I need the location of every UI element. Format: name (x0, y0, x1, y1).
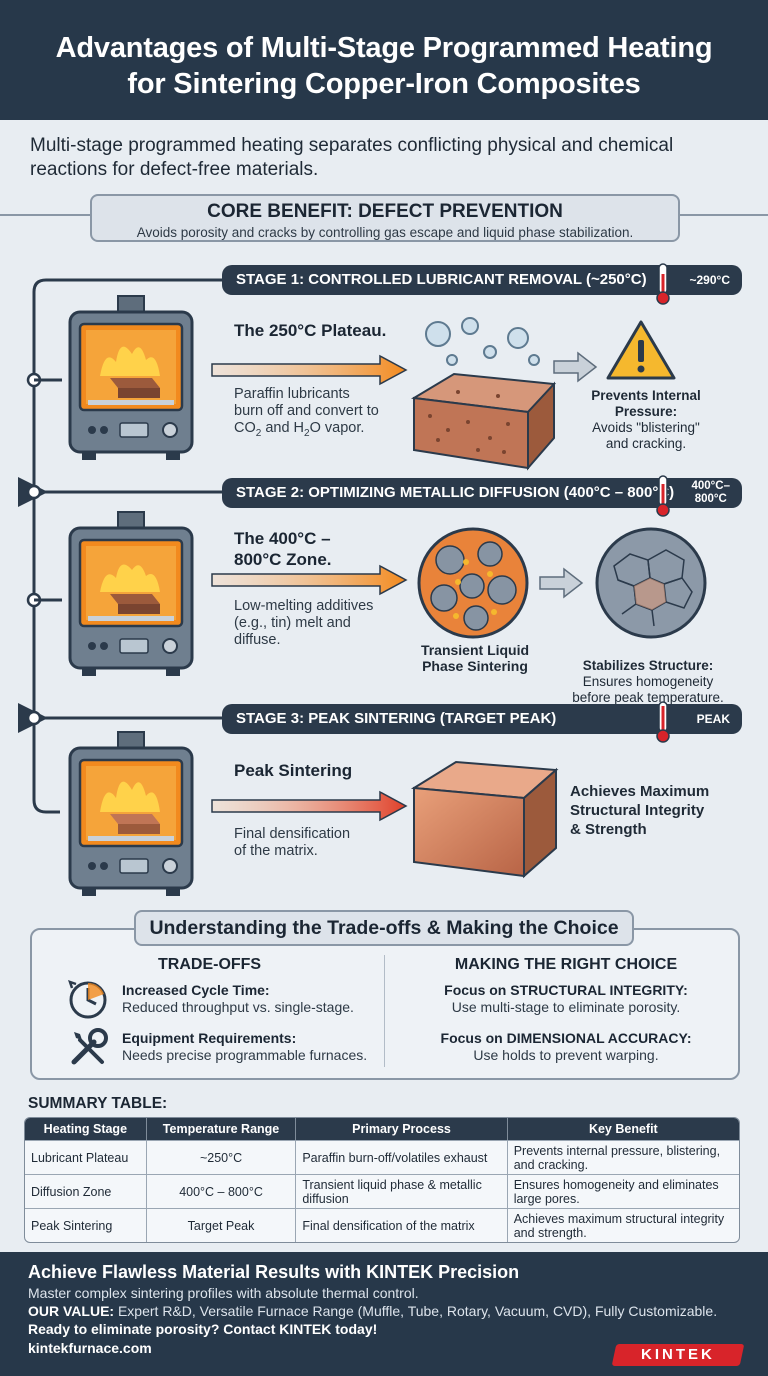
table-cell: Target Peak (146, 1208, 297, 1242)
table-cell: Achieves maximum structural integrity an… (507, 1208, 739, 1242)
arrow-right-icon (553, 351, 598, 383)
table-cell: Transient liquid phase & metallic diffus… (296, 1174, 508, 1208)
tradeoff1-text: Reduced throughput vs. single-stage. (122, 999, 354, 1015)
table-cell: Paraffin burn-off/volatiles exhaust (296, 1140, 508, 1174)
choice2-text: Use holds to prevent warping. (473, 1047, 659, 1063)
footer-line: Master complex sintering profiles with a… (28, 1285, 419, 1301)
tradeoff2-text: Needs precise programmable furnaces. (122, 1047, 368, 1063)
summary-label: SUMMARY TABLE: (28, 1095, 168, 1112)
choice2-title: Focus on DIMENSIONAL ACCURACY: (440, 1030, 692, 1046)
footer-value: OUR VALUE: Expert R&D, Versatile Furnace… (28, 1303, 718, 1319)
table-row: Lubricant Plateau ~250°C Paraffin burn-o… (25, 1140, 739, 1174)
tradeoffs-panel (30, 928, 740, 1080)
stage2-bar: STAGE 2: OPTIMIZING METALLIC DIFFUSION (… (222, 478, 742, 508)
arrow-right-icon (211, 790, 408, 822)
choice1-text: Use multi-stage to eliminate porosity. (451, 999, 681, 1015)
table-cell: Final densification of the matrix (296, 1208, 508, 1242)
tradeoff2-title: Equipment Requirements: (122, 1030, 297, 1046)
furnace-icon (68, 295, 194, 460)
stage3-desc: Final densification of the matrix. (234, 826, 351, 859)
table-row: Peak Sintering Target Peak Final densifi… (25, 1208, 739, 1242)
stage1-desc: Paraffin lubricants burn off and convert… (234, 386, 379, 439)
stage3-bar: STAGE 3: PEAK SINTERING (TARGET PEAK) PE… (222, 704, 742, 734)
table-header-row: Heating Stage Temperature Range Primary … (25, 1118, 739, 1140)
choice-title: MAKING THE RIGHT CHOICE (454, 956, 678, 973)
page-header: Advantages of Multi-Stage Programmed Hea… (0, 0, 768, 120)
tradeoff1-title: Increased Cycle Time: (122, 982, 270, 998)
footer-headline: Achieve Flawless Material Results with K… (28, 1262, 520, 1282)
divider (384, 955, 385, 1067)
thermometer-icon (656, 701, 670, 743)
footer-url-link[interactable]: kintekfurnace.com (28, 1340, 152, 1356)
thermometer-icon (656, 475, 670, 517)
stage2-title: The 400°C – 800°C Zone. (234, 529, 332, 569)
arrow-right-icon (211, 564, 408, 596)
stage1-bar: STAGE 1: CONTROLLED LUBRICANT REMOVAL (~… (222, 265, 742, 295)
core-benefit-box: CORE BENEFIT: DEFECT PREVENTION Avoids p… (90, 194, 680, 242)
liquid-phase-grain-icon (417, 527, 529, 639)
stage2-mid-caption: Transient Liquid Phase Sintering (420, 642, 530, 674)
furnace-icon (68, 511, 194, 676)
table-cell: Ensures homogeneity and eliminates large… (507, 1174, 739, 1208)
stable-structure-icon (595, 527, 707, 639)
stage2-temp-badge: 400°C–800°C (691, 480, 731, 505)
choice1-title: Focus on STRUCTURAL INTEGRITY: (444, 982, 688, 998)
intro-text: Multi-stage programmed heating separates… (30, 135, 674, 180)
stage3-temp-badge: PEAK (696, 712, 730, 726)
tools-icon (71, 1028, 108, 1065)
table-header: Temperature Range (146, 1118, 297, 1140)
page-title: Advantages of Multi-Stage Programmed Hea… (55, 32, 713, 100)
stage1-temp-badge: ~290°C (689, 273, 731, 287)
stage2-result: Stabilizes Structure: Ensures homogeneit… (572, 658, 724, 705)
core-benefit-subtitle: Avoids porosity and cracks by controllin… (136, 225, 634, 240)
table-cell: Lubricant Plateau (25, 1140, 147, 1174)
porous-block-icon (410, 317, 557, 471)
tradeoffs-left-title: TRADE-OFFS (158, 956, 262, 973)
table-cell: Prevents internal pressure, blistering, … (507, 1140, 739, 1174)
warning-icon (606, 320, 676, 380)
table-cell: Diffusion Zone (25, 1174, 147, 1208)
table-header: Primary Process (296, 1118, 508, 1140)
dense-copper-block-icon (410, 760, 559, 879)
arrow-right-icon (211, 354, 408, 386)
tradeoffs-title: Understanding the Trade-offs & Making th… (134, 910, 634, 946)
thermometer-icon (656, 263, 670, 305)
table-cell: 400°C – 800°C (146, 1174, 297, 1208)
table-row: Diffusion Zone 400°C – 800°C Transient l… (25, 1174, 739, 1208)
page-footer: Achieve Flawless Material Results with K… (0, 1252, 768, 1376)
flow-connector (17, 278, 222, 814)
stage1-result: Prevents Internal Pressure: Avoids "blis… (591, 388, 701, 451)
core-benefit-title: CORE BENEFIT: DEFECT PREVENTION (207, 201, 563, 222)
clock-icon (68, 980, 107, 1019)
stage2-desc: Low-melting additives (e.g., tin) melt a… (234, 598, 374, 648)
stage1-title: The 250°C Plateau. (234, 321, 387, 340)
furnace-icon (68, 731, 194, 896)
table-header: Key Benefit (507, 1118, 739, 1140)
summary-table: Heating Stage Temperature Range Primary … (24, 1117, 740, 1243)
stage3-title: Peak Sintering (234, 761, 353, 780)
stage3-result: Achieves Maximum Structural Integrity & … (570, 783, 710, 838)
table-cell: Peak Sintering (25, 1208, 147, 1242)
footer-cta[interactable]: Ready to eliminate porosity? Contact KIN… (28, 1321, 378, 1337)
table-cell: ~250°C (146, 1140, 297, 1174)
table-header: Heating Stage (25, 1118, 147, 1140)
kintek-logo: KINTEK (611, 1344, 745, 1366)
arrow-right-icon (539, 567, 584, 599)
